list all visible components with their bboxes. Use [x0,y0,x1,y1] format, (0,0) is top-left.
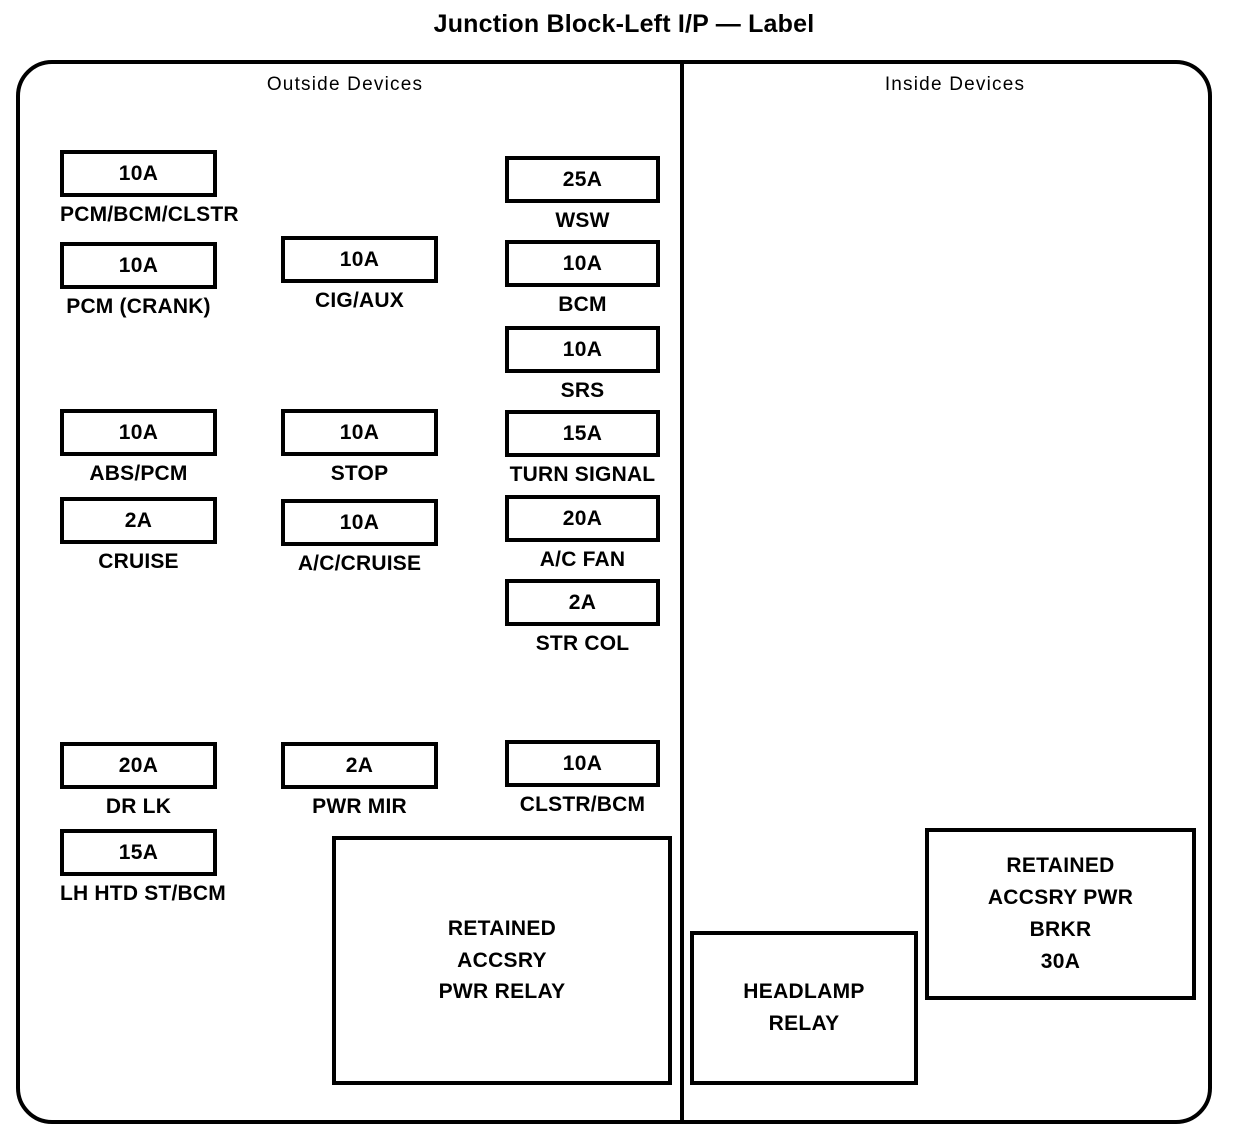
fuse-caption: BCM [558,293,607,316]
fuse-slot[interactable]: 10A PCM (CRANK) [60,242,217,317]
relay-box-retained-accsry-pwr-relay[interactable]: RETAINED ACCSRY PWR RELAY [332,836,672,1085]
relay-box-headlamp-relay[interactable]: HEADLAMP RELAY [690,931,918,1085]
fuse-slot[interactable]: 10A SRS [505,326,660,401]
fuse-rating: 10A [118,162,159,185]
fuse-box[interactable]: 20A [505,495,660,542]
fuse-slot[interactable]: 10A CLSTR/BCM [505,740,660,815]
relay-line: RETAINED [1006,854,1115,878]
section-heading-outside-devices: Outside Devices [266,74,424,95]
fuse-caption: STOP [330,462,389,485]
fuse-caption: LH HTD ST/BCM [60,882,226,905]
relay-line: PWR RELAY [438,980,566,1004]
fuse-slot[interactable]: 10A A/C/CRUISE [281,499,438,574]
fuse-box[interactable]: 10A [60,409,217,456]
fuse-rating: 10A [562,338,603,361]
fuse-caption: TURN SIGNAL [509,463,656,486]
fuse-box[interactable]: 10A [60,150,217,197]
fuse-rating: 2A [345,754,374,777]
fuse-box[interactable]: 10A [281,236,438,283]
fuse-rating: 20A [562,507,603,530]
fuse-caption: CLSTR/BCM [519,793,646,816]
page-title: Junction Block-Left I/P — Label [433,10,815,38]
fuse-rating: 10A [339,421,380,444]
fuse-rating: 15A [562,422,603,445]
fuse-box[interactable]: 15A [505,410,660,457]
fuse-slot[interactable]: 10A PCM/BCM/CLSTR [60,150,239,226]
fuse-caption: PCM (CRANK) [66,295,211,318]
relay-line: ACCSRY [457,948,547,972]
fuse-slot[interactable]: 10A CIG/AUX [281,236,438,311]
fuse-slot[interactable]: 2A PWR MIR [281,742,438,817]
fuse-rating: 15A [118,841,159,864]
fuse-slot[interactable]: 20A DR LK [60,742,217,817]
fuse-box[interactable]: 10A [281,409,438,456]
fuse-box[interactable]: 2A [505,579,660,626]
fuse-rating: 25A [562,168,603,191]
fuse-caption: CRUISE [98,550,179,573]
fuse-caption: DR LK [105,795,172,818]
fuse-caption: SRS [560,379,605,402]
fuse-rating: 10A [118,254,159,277]
fuse-box[interactable]: 10A [60,242,217,289]
relay-line: 30A [1040,949,1081,973]
fuse-caption: WSW [555,209,610,232]
fuse-box[interactable]: 2A [60,497,217,544]
fuse-rating: 10A [118,421,159,444]
fuse-box[interactable]: 10A [505,740,660,787]
fuse-box[interactable]: 10A [505,240,660,287]
fuse-slot[interactable]: 20A A/C FAN [505,495,660,570]
fuse-slot[interactable]: 15A TURN SIGNAL [505,410,660,485]
relay-line: BRKR [1029,918,1092,941]
relay-line: RETAINED [447,916,557,940]
fuse-box[interactable]: 10A [281,499,438,546]
relay-box-retained-accsry-pwr-brkr[interactable]: RETAINED ACCSRY PWR BRKR 30A [925,828,1196,1000]
fuse-rating: 2A [124,509,153,532]
fuse-slot[interactable]: 10A ABS/PCM [60,409,217,484]
fuse-rating: 20A [118,754,159,777]
fuse-caption: PWR MIR [312,795,407,818]
fuse-caption: PCM/BCM/CLSTR [60,203,239,226]
section-heading-inside-devices: Inside Devices [884,74,1026,95]
fuse-slot[interactable]: 15A LH HTD ST/BCM [60,829,226,905]
fuse-slot[interactable]: 10A BCM [505,240,660,315]
fuse-rating: 10A [562,752,603,775]
fuse-slot[interactable]: 2A CRUISE [60,497,217,572]
fuse-caption: STR COL [535,632,630,655]
fuse-rating: 10A [339,511,380,534]
section-divider [680,62,684,1122]
relay-line: HEADLAMP [743,980,865,1004]
fuse-box[interactable]: 2A [281,742,438,789]
fuse-rating: 2A [568,591,597,614]
fuse-slot[interactable]: 10A STOP [281,409,438,484]
fuse-box[interactable]: 15A [60,829,217,876]
fuse-box[interactable]: 25A [505,156,660,203]
fuse-caption: A/C FAN [539,548,626,571]
fuse-rating: 10A [562,252,603,275]
fuse-slot[interactable]: 2A STR COL [505,579,660,654]
fuse-rating: 10A [339,248,380,271]
fuse-box[interactable]: 20A [60,742,217,789]
fuse-box[interactable]: 10A [505,326,660,373]
fuse-slot[interactable]: 25A WSW [505,156,660,231]
relay-line: RELAY [768,1012,840,1035]
relay-line: ACCSRY PWR [987,886,1134,910]
fuse-caption: CIG/AUX [315,289,404,312]
fuse-caption: ABS/PCM [89,462,188,485]
fuse-caption: A/C/CRUISE [297,552,422,575]
